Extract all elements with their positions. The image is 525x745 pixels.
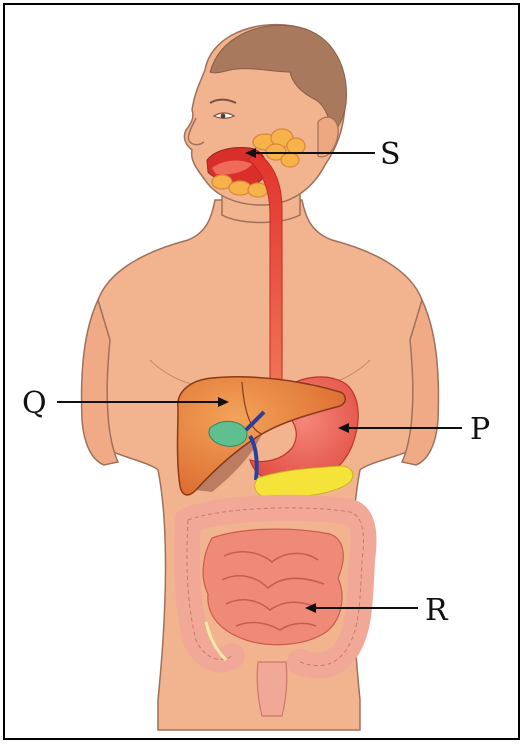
pupil <box>221 114 226 119</box>
label-r: R <box>425 593 449 628</box>
label-q: Q <box>22 386 47 421</box>
label-s: S <box>380 137 401 172</box>
label-p: P <box>470 412 490 447</box>
rectum <box>257 662 287 716</box>
ear <box>318 117 338 157</box>
